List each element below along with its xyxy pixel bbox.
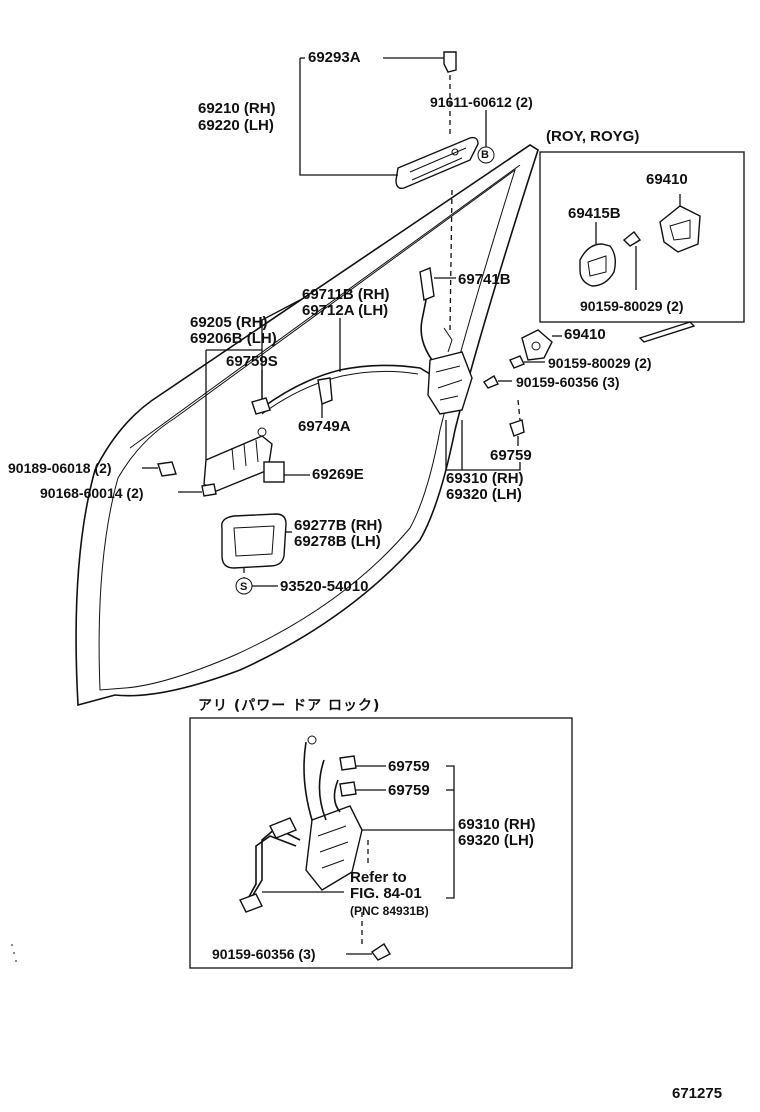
inset-title: アリ (パワー ドア ロック) (198, 698, 381, 714)
screw-90168 (178, 483, 217, 497)
label-69712a: 69712A (LH) (302, 302, 389, 319)
label-90168: 90168-60014 (2) (40, 485, 144, 501)
inset-refer-line-2: FIG. 84-01 (350, 885, 422, 902)
inset-clip-2 (339, 781, 357, 797)
inset-label-69320: 69320 (LH) (458, 832, 534, 849)
label-69205: 69205 (RH) (190, 314, 268, 331)
figure-number: 671275 (672, 1085, 723, 1102)
label-69269e: 69269E (312, 466, 364, 483)
label-69206b: 69206B (LH) (190, 330, 277, 347)
clip-69759 (509, 419, 525, 437)
link-69741b (419, 267, 435, 301)
variant-box-title: (ROY, ROYG) (546, 128, 640, 145)
label-69310: 69310 (RH) (446, 470, 524, 487)
clip-90189 (142, 461, 177, 477)
label-69759s: 69759S (226, 353, 278, 370)
inset-refer-line-3: (PNC 84931B) (350, 904, 429, 918)
cable-69711 (261, 364, 441, 409)
handle-bezel (221, 513, 287, 569)
inset-screw (346, 943, 391, 961)
clip-69759s (251, 397, 271, 415)
variant-box-frame (539, 151, 745, 323)
screws-90159-80029 (509, 355, 545, 369)
label-69277b: 69277B (RH) (294, 517, 383, 534)
label-69415b: 69415B (568, 205, 621, 222)
striker-69410 (521, 329, 562, 361)
window-frame (129, 164, 521, 449)
label-69410-variant: 69410 (646, 171, 688, 188)
marker-s: S (240, 581, 248, 593)
inset-box-frame (189, 717, 573, 969)
variant-striker (659, 194, 701, 253)
inset-lock-assembly (303, 735, 363, 891)
inset-label-69310: 69310 (RH) (458, 816, 536, 833)
label-69320: 69320 (LH) (446, 486, 522, 503)
screws-90159-60356 (483, 375, 512, 389)
striker-shim (638, 321, 696, 343)
outside-handle (395, 136, 479, 190)
label-93520: 93520-54010 (280, 578, 369, 595)
clip-69749a (317, 377, 333, 405)
door-lock-assembly (427, 327, 473, 415)
label-69759: 69759 (490, 447, 532, 464)
variant-screw (622, 231, 642, 290)
label-90189: 90189-06018 (2) (8, 460, 112, 476)
inside-handle-base (203, 427, 273, 493)
variant-cover (579, 222, 617, 287)
cap-69269e (263, 461, 285, 483)
marker-b: B (481, 149, 489, 161)
label-91611: 91611-60612 (2) (430, 94, 533, 110)
label-69410: 69410 (564, 326, 606, 343)
label-90159-60356: 90159-60356 (3) (516, 374, 620, 390)
label-90159-80029: 90159-80029 (2) (548, 355, 652, 371)
inset-wire-harness (239, 817, 301, 913)
label-69711b: 69711B (RH) (302, 286, 390, 303)
inset-label-69759-a: 69759 (388, 758, 430, 775)
inset-label-90159-60356: 90159-60356 (3) (212, 946, 316, 962)
label-69741b: 69741B (458, 271, 511, 288)
label-90159-80029-variant: 90159-80029 (2) (580, 298, 684, 314)
inset-clip-1 (339, 755, 357, 771)
clip-69293a (443, 51, 457, 73)
label-69220: 69220 (LH) (198, 117, 274, 134)
label-69749a: 69749A (298, 418, 351, 435)
cable-69711-b (261, 370, 419, 415)
inset-refer-line-1: Refer to (350, 869, 407, 886)
label-69210: 69210 (RH) (198, 100, 276, 117)
door-bottom-edge (77, 694, 116, 706)
inset-label-69759-b: 69759 (388, 782, 430, 799)
label-69278b: 69278B (LH) (294, 533, 381, 550)
label-69293a: 69293A (308, 49, 361, 66)
